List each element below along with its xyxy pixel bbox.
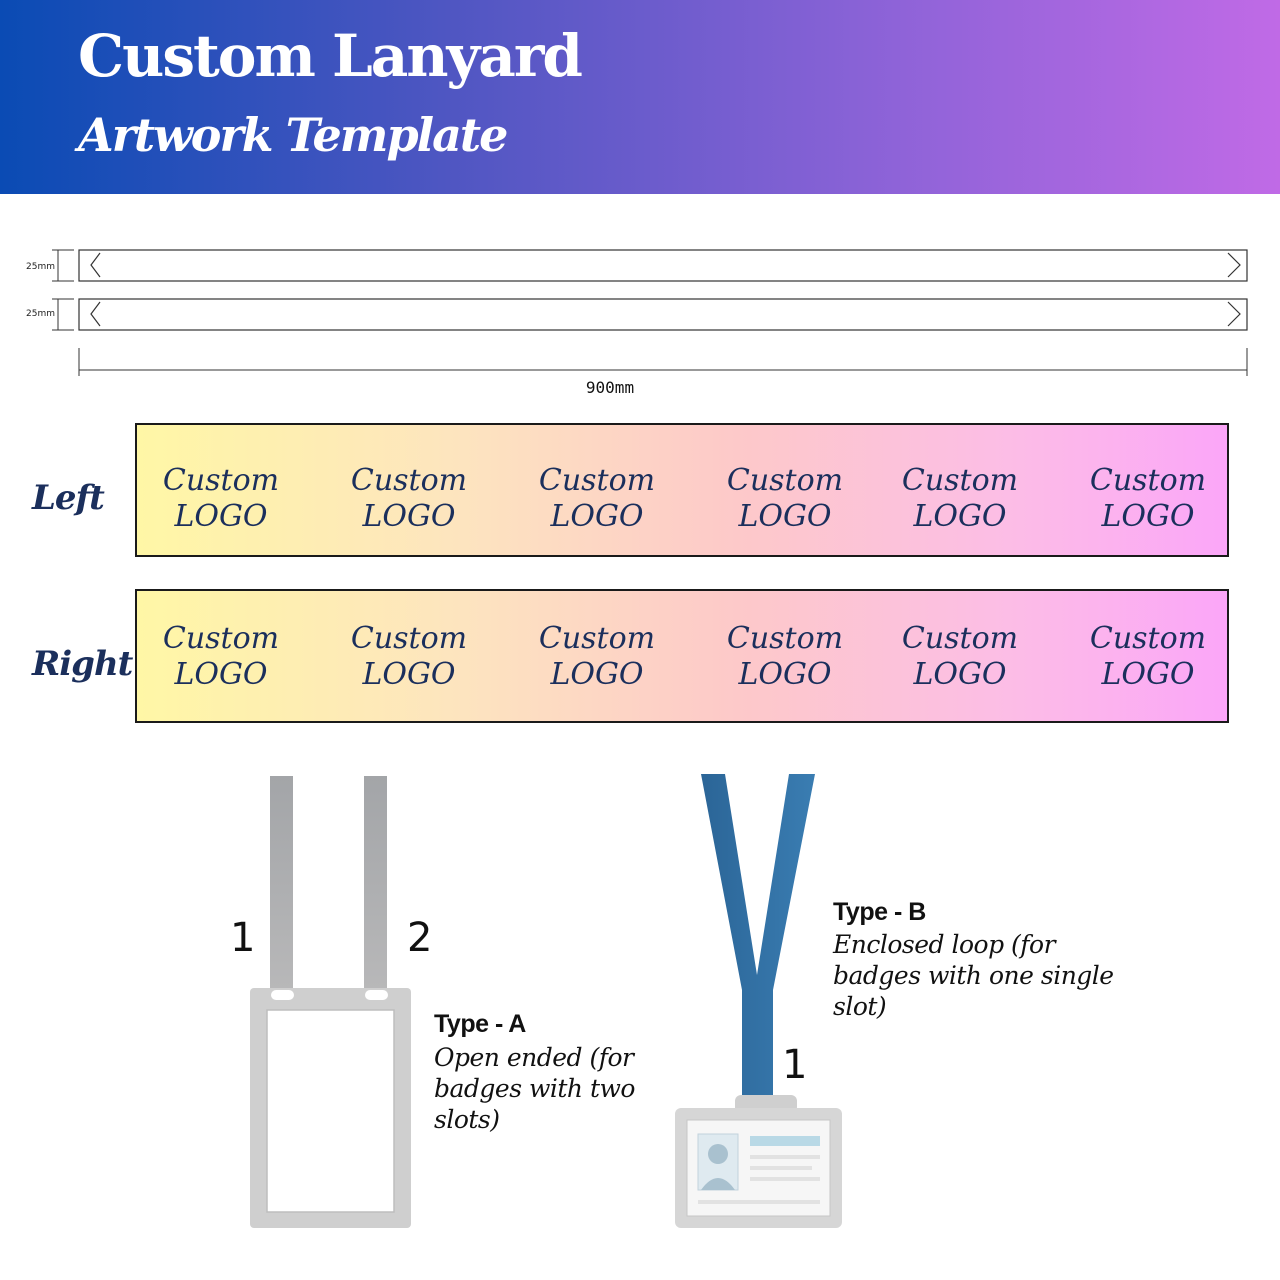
type-b-slot-number: 1 — [782, 1042, 808, 1088]
header-banner: Custom Lanyard Artwork Template — [0, 0, 1280, 194]
type-b-title: Type - B — [833, 898, 926, 926]
lanyard-spec-drawing — [52, 249, 1248, 376]
page-title: Custom Lanyard — [78, 22, 583, 90]
type-b-badge-holder — [675, 1095, 842, 1228]
page-subtitle: Artwork Template — [78, 108, 508, 162]
left-strip-label: Left — [32, 478, 105, 518]
right-strip-label: Right — [32, 644, 133, 684]
type-a-title: Type - A — [434, 1010, 526, 1038]
spec-strip-bottom — [78, 298, 1248, 331]
type-a-description: Open ended (for badges with two slots) — [434, 1043, 635, 1134]
type-a-slot-number-2: 2 — [407, 915, 433, 961]
spec-strip-top-right-notch — [1227, 252, 1241, 278]
type-a-badge-holder — [250, 988, 411, 1228]
type-a-slot-number-1: 1 — [230, 915, 256, 961]
spec-strip-top — [78, 249, 1248, 282]
type-b-strap — [701, 774, 815, 1100]
spec-strip-bottom-left-notch — [90, 301, 101, 327]
length-label: 900mm — [585, 378, 635, 397]
spec-strip-top-left-notch — [90, 252, 101, 278]
type-b-description: Enclosed loop (for badges with one singl… — [833, 930, 1114, 1021]
type-a-strap-1 — [270, 776, 293, 991]
type-a-strap-2 — [364, 776, 387, 991]
width-label-top: 25mm — [26, 262, 55, 272]
type-a-illustration — [250, 776, 411, 1228]
width-label-bottom: 25mm — [26, 309, 55, 319]
spec-strip-bottom-right-notch — [1227, 301, 1241, 327]
type-b-illustration — [675, 774, 842, 1228]
